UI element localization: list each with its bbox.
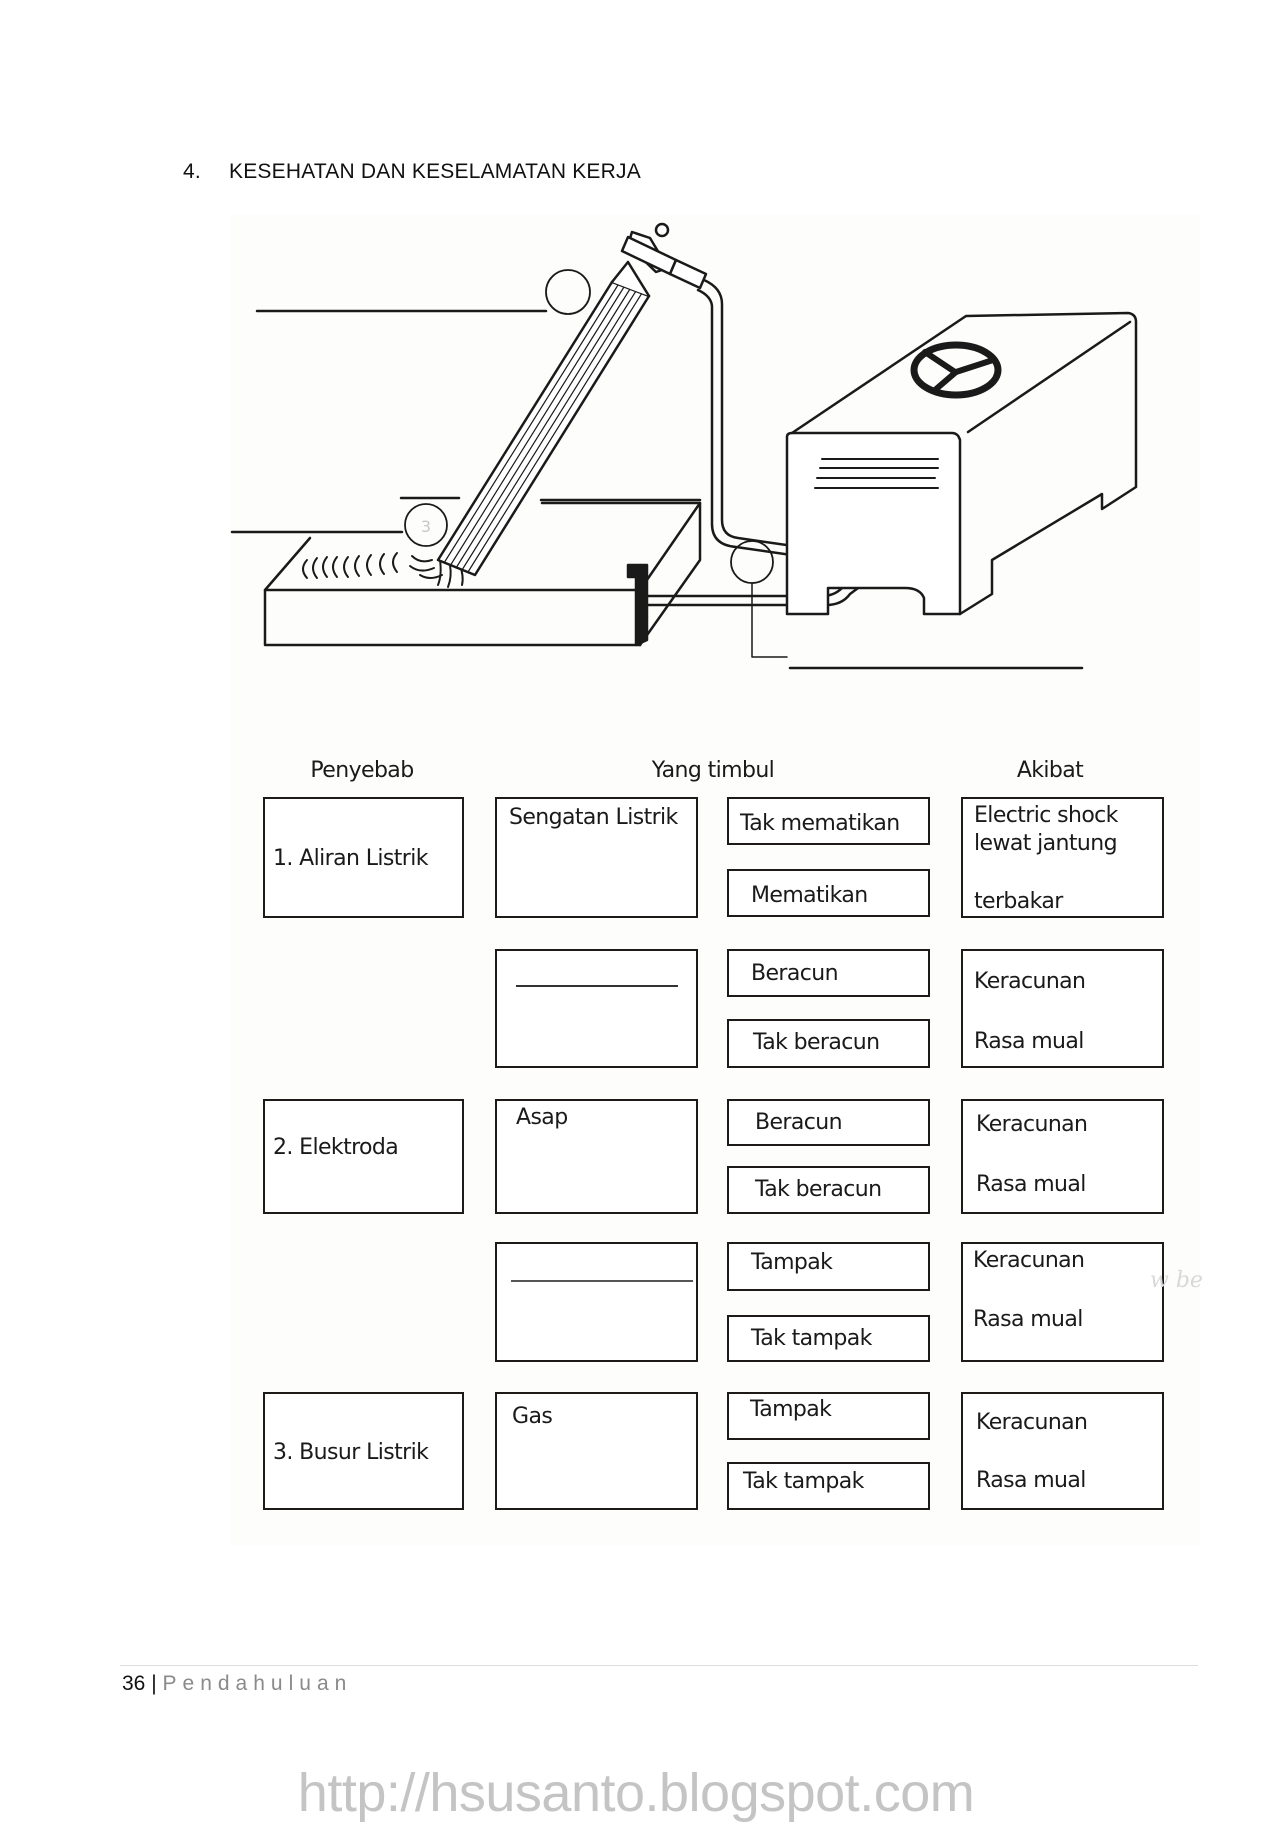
effect-box: Keracunan Rasa mual	[961, 949, 1164, 1068]
option-text: Tak beracun	[753, 1030, 880, 1055]
arises-box-blank	[495, 949, 698, 1068]
machine-control-wheel-icon	[910, 341, 1002, 399]
effect-text: Rasa mual	[976, 1172, 1086, 1197]
arises-box-blank	[495, 1242, 698, 1362]
callout-circle-3	[404, 503, 448, 547]
footer-section-name: Pendahuluan	[162, 1672, 353, 1695]
option-text: Tak beracun	[755, 1177, 882, 1202]
effect-text: Rasa mual	[973, 1307, 1083, 1332]
option-box: Beracun	[727, 949, 930, 997]
arises-text: Gas	[512, 1404, 553, 1429]
workpiece-edge-left	[263, 536, 312, 592]
effect-box: Keracunan Rasa mual	[961, 1242, 1164, 1362]
option-box: Mematikan	[727, 869, 930, 917]
weld-bead	[302, 552, 464, 588]
option-text: Tak tampak	[743, 1469, 864, 1494]
workpiece-front	[263, 588, 642, 647]
effect-text: Keracunan	[976, 1410, 1088, 1435]
machine-vent	[814, 458, 939, 489]
option-text: Tampak	[750, 1397, 832, 1422]
effect-text: Rasa mual	[976, 1468, 1086, 1493]
option-text: Mematikan	[751, 883, 868, 908]
footer-divider	[120, 1665, 1198, 1666]
column-header-cause: Penyebab	[310, 758, 414, 783]
workpiece-side	[638, 501, 702, 647]
option-box: Tak beracun	[727, 1166, 930, 1214]
effect-text: Electric shock	[974, 803, 1118, 828]
effect-box: Electric shock lewat jantung terbakar	[961, 797, 1164, 918]
cause-text: 3. Busur Listrik	[273, 1440, 429, 1465]
holder-cone	[610, 260, 651, 298]
machine-front	[785, 431, 962, 616]
fill-in-blank-line	[511, 1280, 693, 1282]
holder-neck	[668, 258, 708, 290]
effect-text: Keracunan	[974, 969, 1086, 994]
section-title: KESEHATAN DAN KESELAMATAN KERJA	[229, 160, 641, 183]
arises-text: Sengatan Listrik	[509, 805, 678, 830]
cause-box: 3. Busur Listrik	[263, 1392, 464, 1510]
option-text: Beracun	[751, 961, 839, 986]
welding-illustration: 3	[230, 222, 1138, 670]
section-number: 4.	[183, 160, 201, 183]
fill-in-blank-line	[516, 985, 678, 987]
option-box: Tak tampak	[727, 1315, 930, 1362]
option-box: Tampak	[727, 1242, 930, 1291]
effect-text: terbakar	[974, 889, 1063, 914]
option-text: Tak mematikan	[740, 811, 900, 836]
section-heading: 4. KESEHATAN DAN KESELAMATAN KERJA	[183, 160, 641, 184]
holder-knob	[654, 222, 670, 238]
faint-handwriting: w be	[1150, 1268, 1203, 1293]
callout-circle-1	[545, 269, 591, 315]
barrel-grooves	[443, 284, 643, 573]
column-header-effect: Akibat	[1016, 758, 1084, 783]
callout-number-3: 3	[421, 517, 431, 536]
leader-line-2	[751, 582, 788, 658]
effect-text: Rasa mual	[974, 1029, 1084, 1054]
arises-box: Sengatan Listrik	[495, 797, 698, 918]
footer-separator: |	[151, 1672, 157, 1695]
option-text: Tak tampak	[751, 1326, 872, 1351]
watermark-url: http://hsusanto.blogspot.com	[297, 1763, 975, 1823]
page-number: 36	[122, 1672, 146, 1695]
arises-box: Gas	[495, 1392, 698, 1510]
option-box: Tampak	[727, 1392, 930, 1440]
cause-text: 1. Aliran Listrik	[273, 846, 428, 871]
option-text: Beracun	[755, 1110, 843, 1135]
arises-text: Asap	[516, 1105, 568, 1130]
effect-box: Keracunan Rasa mual	[961, 1392, 1164, 1510]
column-header-arises: Yang timbul	[651, 758, 775, 783]
ground-clamp	[626, 563, 649, 647]
cause-text: 2. Elektroda	[273, 1135, 399, 1160]
option-box: Beracun	[727, 1099, 930, 1146]
electrode-cable-outer	[702, 278, 844, 555]
option-box: Tak tampak	[727, 1462, 930, 1510]
machine-top-edge	[966, 320, 1132, 434]
effect-text: lewat jantung	[974, 831, 1118, 856]
arises-box: Asap	[495, 1099, 698, 1214]
electrode-cable-inner	[696, 288, 842, 564]
option-box: Tak beracun	[727, 1019, 930, 1068]
option-box: Tak mematikan	[727, 797, 930, 845]
effect-text: Keracunan	[973, 1248, 1085, 1273]
option-text: Tampak	[751, 1250, 833, 1275]
cause-box: 2. Elektroda	[263, 1099, 464, 1214]
page-footer: 36 | Pendahuluan	[122, 1672, 352, 1696]
effect-box: Keracunan Rasa mual	[961, 1099, 1164, 1214]
effect-text: Keracunan	[976, 1112, 1088, 1137]
machine-body	[790, 311, 1138, 616]
cause-box: 1. Aliran Listrik	[263, 797, 464, 918]
